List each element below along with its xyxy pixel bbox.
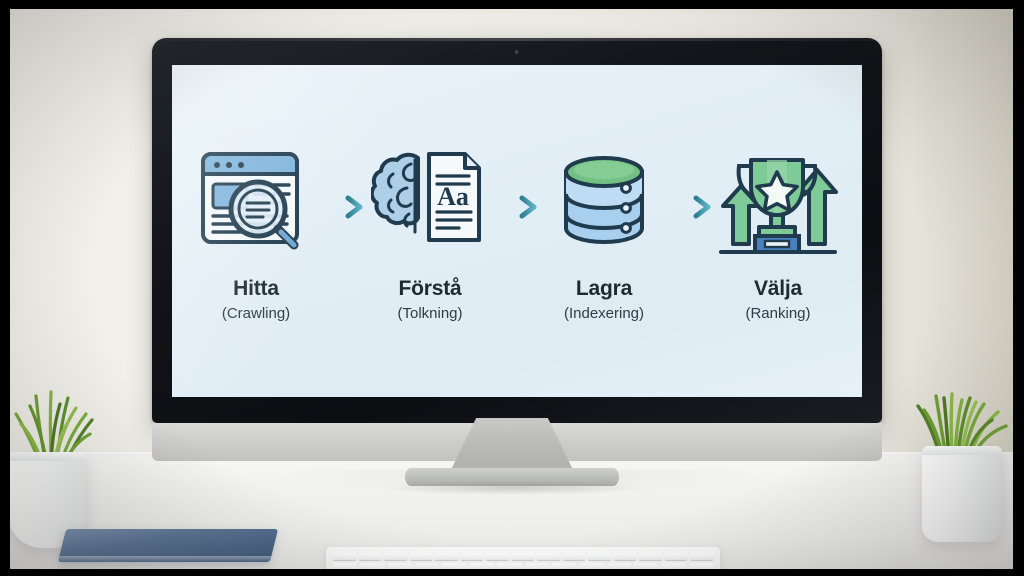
step-title: Lagra [575, 276, 633, 300]
step-valja: Välja (Ranking) [714, 141, 842, 322]
letterbox-top [0, 0, 1024, 9]
keyboard-row [333, 553, 713, 560]
notebook-edge [57, 556, 272, 562]
step-subtitle: (Crawling) [221, 304, 291, 322]
document-text: Aa [437, 182, 469, 211]
step-title: Förstå [398, 276, 462, 300]
step-title: Hitta [233, 276, 279, 300]
pot-rim [8, 452, 86, 461]
step-subtitle: (Ranking) [745, 304, 811, 322]
blue-notebook [57, 529, 279, 562]
arrow-right-icon [320, 187, 366, 227]
trophy-growth-icon [717, 141, 839, 259]
seo-process-diagram: Hitta (Crawling) [172, 65, 862, 397]
pot-rim [922, 446, 1002, 455]
browser-search-icon [197, 141, 315, 259]
wall-corner [874, 0, 1024, 470]
step-hitta: Hitta (Crawling) [192, 141, 320, 322]
monitor-screen: Hitta (Crawling) [172, 65, 862, 397]
brain-document-icon: Aa [371, 141, 489, 259]
letterbox-bottom [0, 569, 1024, 576]
plant-right-pot [922, 446, 1002, 542]
bezel-highlight [152, 38, 882, 41]
step-subtitle: (Tolkning) [397, 304, 463, 322]
computer-monitor: Hitta (Crawling) [152, 38, 882, 461]
database-icon [552, 141, 656, 259]
monitor-stand-base [405, 468, 619, 486]
monitor-stand-shadow [382, 481, 642, 495]
step-title: Välja [753, 276, 803, 300]
webcam-icon [514, 50, 520, 55]
arrow-right-icon [668, 187, 714, 227]
step-forsta: Aa Förstå (Tolkning) [366, 141, 494, 322]
letterbox-right [1013, 0, 1024, 576]
keyboard-row [333, 563, 714, 570]
letterbox-left [0, 0, 10, 576]
step-lagra: Lagra (Indexering) [540, 141, 668, 322]
arrow-right-icon [494, 187, 540, 227]
step-subtitle: (Indexering) [563, 304, 645, 322]
